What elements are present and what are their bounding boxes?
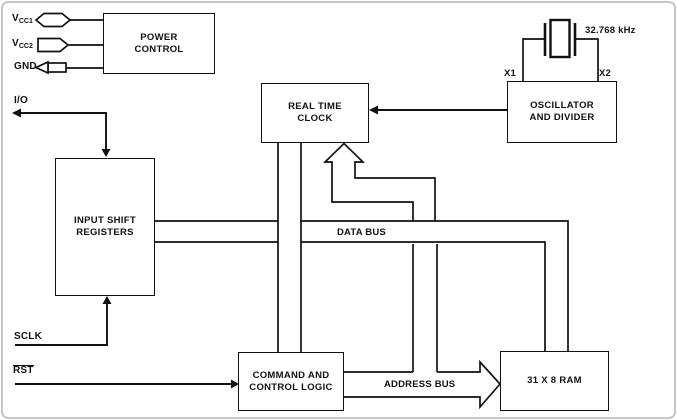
rst-arrowhead-right <box>231 379 239 389</box>
crystal-icon <box>522 18 599 81</box>
rst-pin-label: RST <box>13 365 34 376</box>
databus-to-addressbus-channel <box>412 244 438 372</box>
io-wire <box>19 112 107 150</box>
real-time-clock-block: REAL TIME CLOCK <box>261 83 369 143</box>
vcc2-pin-symbol <box>37 37 104 53</box>
sclk-arrowhead-up <box>102 296 112 304</box>
rtc-to-control-channel <box>277 143 302 352</box>
sclk-pin-label: SCLK <box>14 331 43 342</box>
input-shift-registers-block: INPUT SHIFT REGISTERS <box>55 158 155 296</box>
gnd-pin-symbol <box>33 60 104 75</box>
address-bus-label: ADDRESS BUS <box>384 379 456 390</box>
vcc1-pin-label: VCC1 <box>12 13 33 25</box>
io-arrowhead-down <box>101 149 111 157</box>
io-arrowhead-left <box>12 108 21 118</box>
ram-block: 31 X 8 RAM <box>500 351 609 411</box>
data-bus-lines <box>155 220 569 351</box>
power-control-block: POWER CONTROL <box>103 13 215 74</box>
x2-pin-label: X2 <box>599 68 612 79</box>
address-bus-arrow <box>344 359 501 410</box>
data-bus-label: DATA BUS <box>337 227 386 238</box>
command-control-logic-block: COMMAND AND CONTROL LOGIC <box>238 352 344 411</box>
gnd-pin-label: GND <box>14 61 37 72</box>
vcc2-pin-label: VCC2 <box>12 38 33 50</box>
crystal-frequency-label: 32.768 kHz <box>585 25 636 36</box>
io-pin-label: I/O <box>14 95 28 106</box>
oscillator-divider-block: OSCILLATOR AND DIVIDER <box>507 81 617 143</box>
databus-to-rtc-hollow-arrow <box>322 142 436 221</box>
x1-pin-label: X1 <box>504 68 517 79</box>
oscillator-arrowhead-left <box>369 105 378 115</box>
vcc1-pin-symbol <box>34 12 104 28</box>
sclk-wire <box>15 303 108 346</box>
